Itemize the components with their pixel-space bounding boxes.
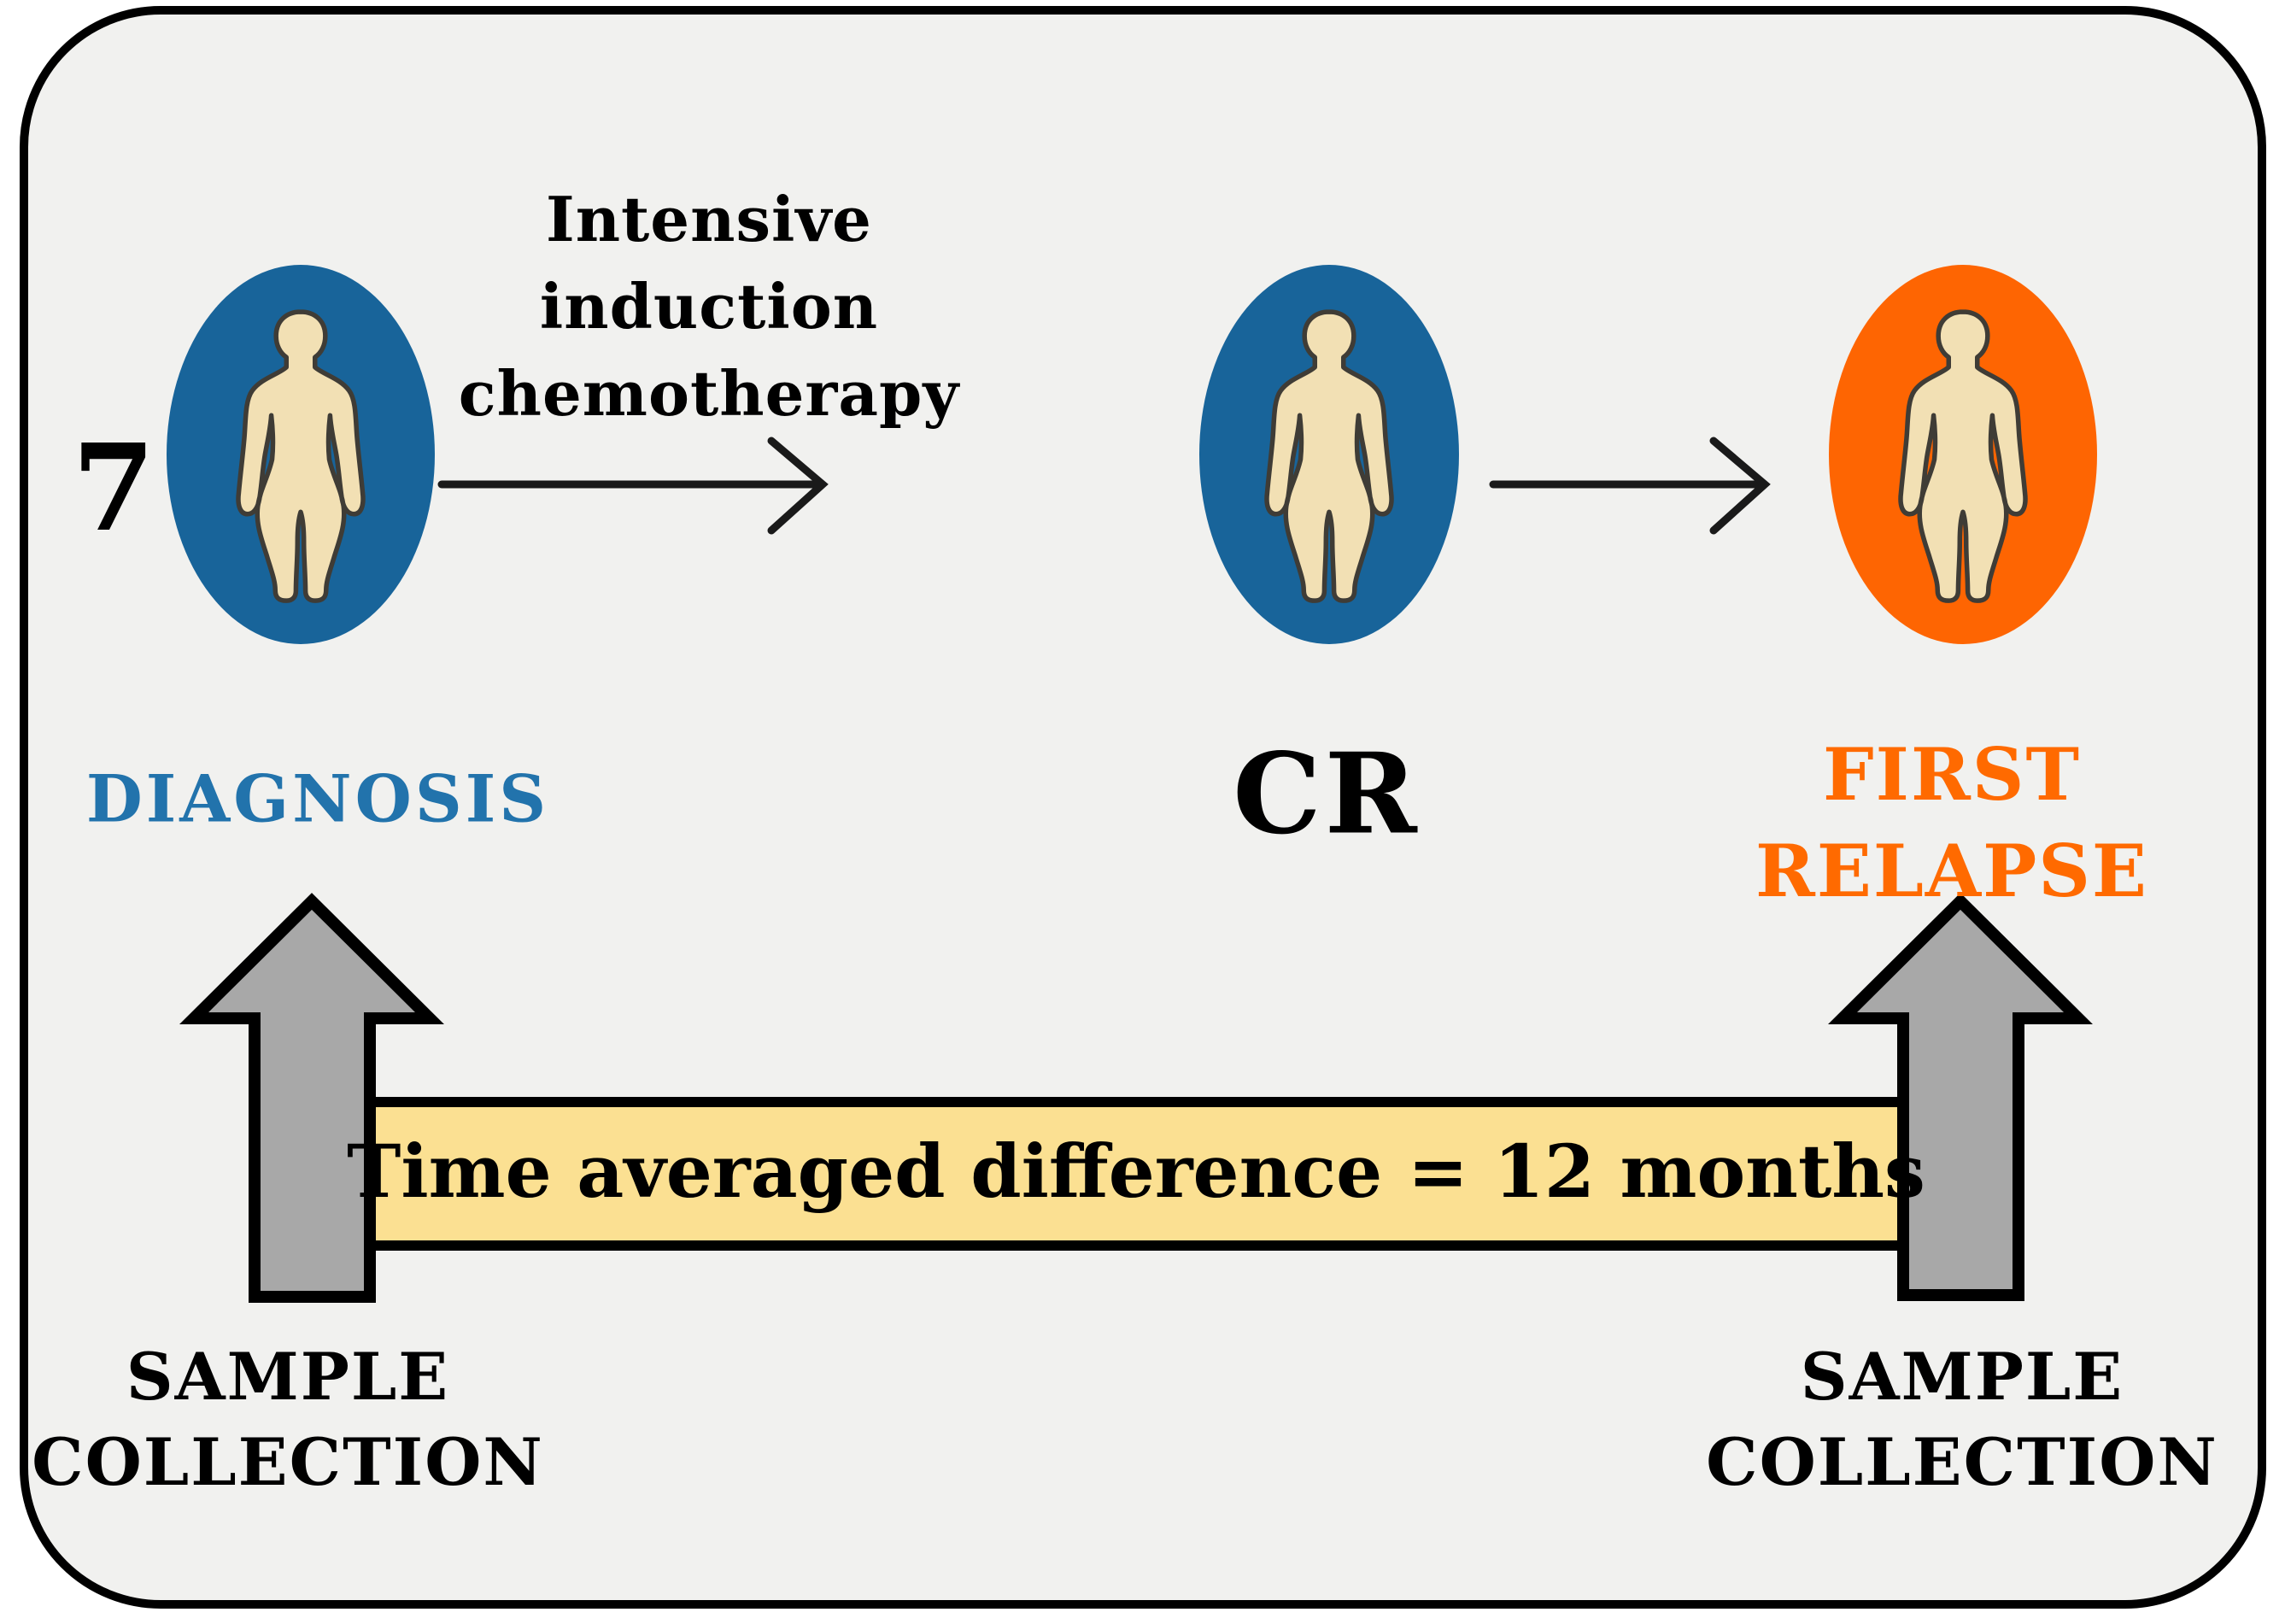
sample-collection-label-left: SAMPLE COLLECTION (32, 1334, 544, 1505)
cr-label: CR (1233, 728, 1421, 859)
sample-collection-left-line-2: COLLECTION (32, 1424, 544, 1500)
arrow-cr-to-relapse-icon (1489, 437, 1771, 535)
transition-label: Intensive induction chemotherapy (459, 176, 959, 437)
sample-collection-label-right: SAMPLE COLLECTION (1706, 1334, 2218, 1505)
arrow-diagnosis-to-cr-icon (437, 437, 829, 535)
time-bar-label: Time averaged difference = 12 months (347, 1129, 1925, 1215)
first-relapse-label-line-2: RELAPSE (1755, 829, 2148, 913)
transition-label-line-1: Intensive (546, 183, 872, 255)
diagnosis-label: DIAGNOSIS (85, 760, 550, 837)
sample-collection-right-line-1: SAMPLE (1800, 1339, 2124, 1415)
first-relapse-label: FIRST RELAPSE (1755, 726, 2148, 919)
sample-collection-right-line-2: COLLECTION (1706, 1424, 2218, 1500)
transition-label-line-2: induction (539, 270, 879, 343)
first-relapse-label-line-1: FIRST (1823, 732, 2081, 817)
sample-collection-arrow-left-icon (179, 893, 444, 1303)
sample-collection-left-line-1: SAMPLE (126, 1339, 450, 1415)
sample-collection-arrow-right-icon (1828, 893, 2093, 1301)
time-bar (358, 1097, 1914, 1251)
transition-label-line-3: chemotherapy (458, 357, 960, 430)
patient-count-label: 7 (72, 419, 155, 559)
